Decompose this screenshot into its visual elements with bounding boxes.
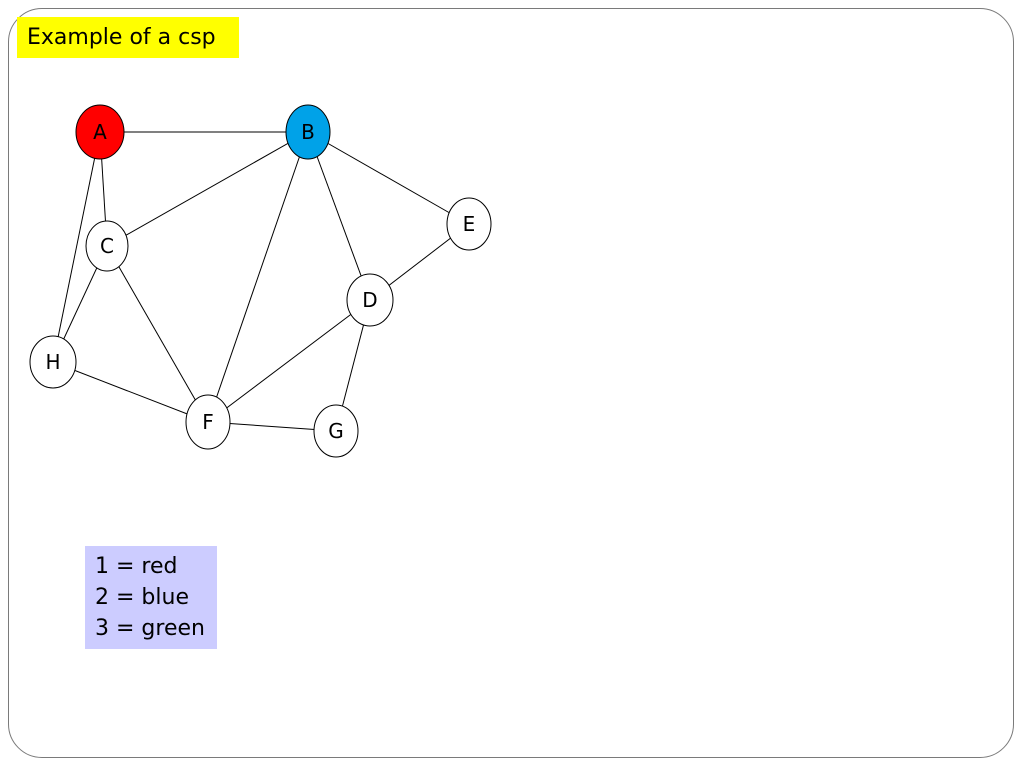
node-d: D — [346, 273, 394, 327]
node-g-circle — [313, 404, 359, 458]
node-c: C — [85, 220, 129, 272]
node-a-circle — [75, 104, 125, 160]
node-b-label: B — [301, 120, 315, 144]
edge-d-f — [207, 299, 371, 423]
node-f-label: F — [202, 410, 214, 434]
graph-nodes: A B C D E F G H — [29, 104, 492, 458]
color-legend: 1 = red 2 = blue 3 = green — [85, 546, 217, 649]
node-b-circle — [285, 104, 331, 160]
edge-h-f — [52, 361, 209, 423]
edge-b-d — [307, 131, 371, 301]
node-e-circle — [446, 197, 492, 251]
edge-b-c — [106, 131, 309, 247]
slide-title: Example of a csp — [17, 17, 239, 58]
node-d-circle — [346, 273, 394, 327]
node-a-label: A — [93, 120, 107, 144]
legend-line-red: 1 = red — [95, 554, 178, 579]
node-f-circle — [185, 394, 231, 450]
node-g: G — [313, 404, 359, 458]
node-a: A — [75, 104, 125, 160]
node-e-label: E — [463, 212, 476, 236]
legend-line-green: 3 = green — [95, 616, 205, 641]
node-d-label: D — [362, 288, 377, 312]
node-h-label: H — [45, 350, 60, 374]
node-e: E — [446, 197, 492, 251]
edge-a-h — [52, 131, 101, 363]
node-h-circle — [29, 335, 77, 389]
node-c-circle — [85, 220, 129, 272]
node-g-label: G — [328, 419, 344, 443]
node-f: F — [185, 394, 231, 450]
edge-c-f — [106, 245, 209, 423]
edge-b-f — [207, 131, 309, 423]
legend-line-blue: 2 = blue — [95, 585, 189, 610]
edge-b-e — [307, 131, 470, 225]
graph-edges — [52, 131, 470, 432]
node-b: B — [285, 104, 331, 160]
node-h: H — [29, 335, 77, 389]
node-c-label: C — [100, 234, 114, 258]
